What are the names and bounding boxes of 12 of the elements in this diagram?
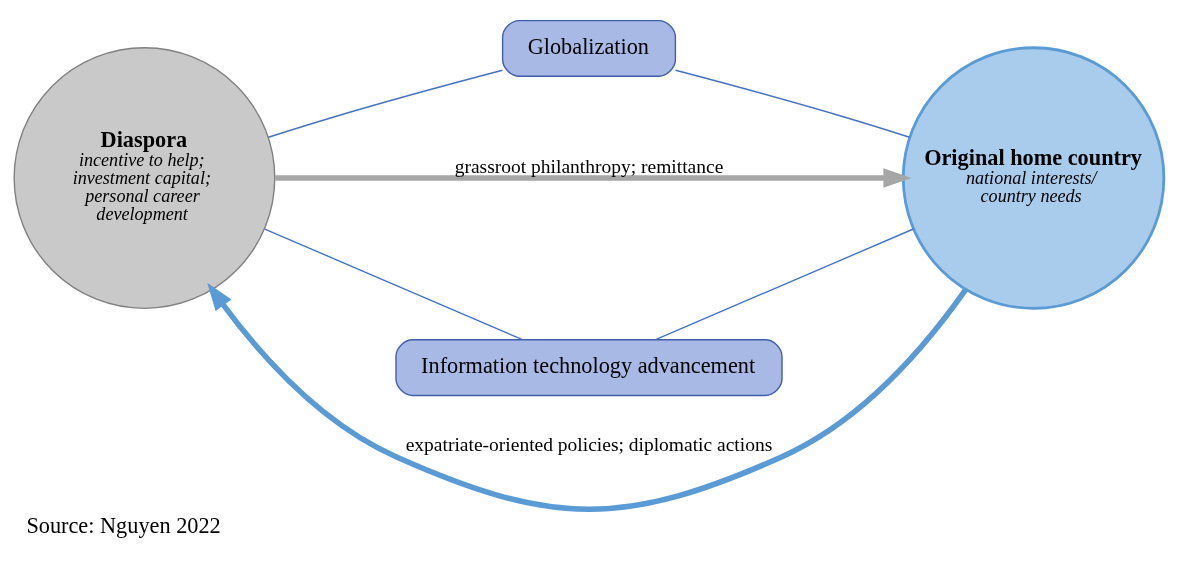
- connector: [264, 227, 524, 340]
- node-circle: Original home country national interests/ country needs: [901, 45, 1166, 310]
- arrow: [275, 167, 912, 188]
- node-box: Information technology advancement: [395, 338, 783, 396]
- node-box: Globalization: [501, 19, 677, 77]
- caption: Source: Nguyen 2022: [26, 512, 221, 538]
- connector: [674, 69, 911, 138]
- edge-label: grassroot philanthropy; remittance: [454, 155, 724, 177]
- arrow: [207, 282, 969, 512]
- edge-label: expatriate-oriented policies; diplomatic actions: [405, 433, 773, 455]
- connector: [654, 227, 915, 340]
- connector: [267, 69, 504, 138]
